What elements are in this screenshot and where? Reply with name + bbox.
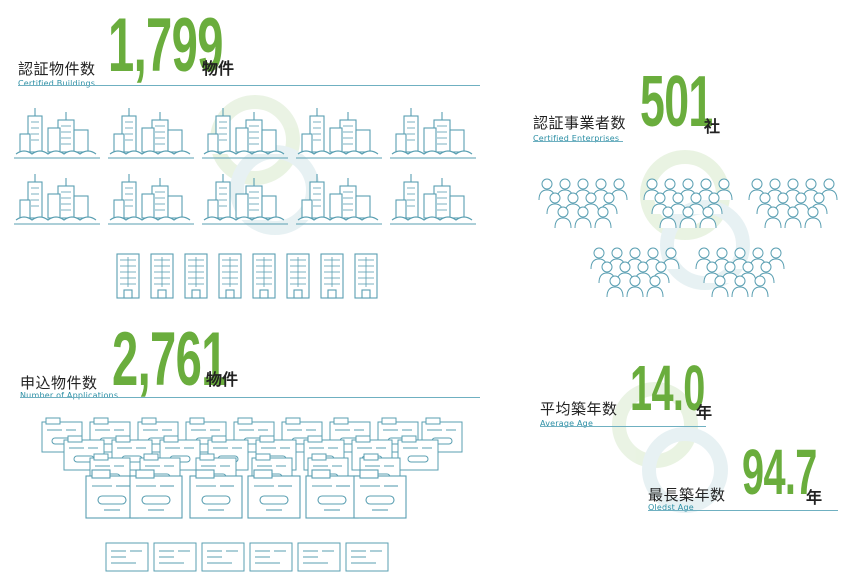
buildings-value: 1,799 xyxy=(108,3,223,88)
oldest-age-label-en: Oledst Age xyxy=(648,503,694,512)
average-age-label: 平均築年数 xyxy=(540,400,618,418)
applications-label: 申込物件数 xyxy=(20,374,98,392)
average-age-unit: 年 xyxy=(696,403,713,422)
buildings-label-en: Certified Buildings xyxy=(18,79,96,88)
oldest-age-label: 最長築年数 xyxy=(648,486,726,504)
applications-label-en: Number of Applications xyxy=(20,391,119,400)
average-age-value: 14.0 xyxy=(630,352,705,424)
applications-unit: 物件 xyxy=(206,370,239,389)
enterprises-value: 501 xyxy=(640,62,713,142)
oldest-age-rule xyxy=(648,510,838,511)
applications-rule xyxy=(20,397,480,398)
average-age-rule xyxy=(540,426,706,427)
enterprises-label: 認証事業者数 xyxy=(533,114,627,132)
buildings-rule xyxy=(18,85,480,86)
applications-value: 2,761 xyxy=(112,317,227,402)
document-folder-icon xyxy=(41,417,463,572)
oldest-age-unit: 年 xyxy=(806,488,823,507)
enterprises-rule xyxy=(533,141,623,142)
buildings-unit: 物件 xyxy=(202,59,235,78)
enterprises-unit: 社 xyxy=(704,117,721,136)
average-age-label-en: Average Age xyxy=(540,419,594,428)
oldest-age-value: 94.7 xyxy=(742,436,817,508)
buildings-label: 認証物件数 xyxy=(18,60,96,78)
enterprises-label-en: Certified Enterprises xyxy=(533,134,620,143)
